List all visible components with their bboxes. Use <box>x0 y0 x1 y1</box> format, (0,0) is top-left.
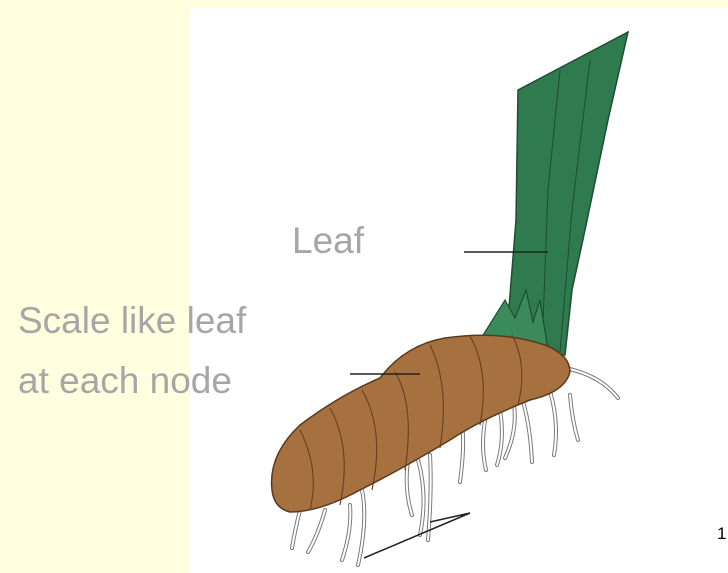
scale-leaf-label-line-1: Scale like leaf <box>18 300 246 342</box>
root-pointer-lines <box>364 513 470 558</box>
corm-body <box>272 335 570 512</box>
leaf-label: Leaf <box>292 220 364 262</box>
page-number: 1 <box>717 524 726 544</box>
scale-leaf-label-line-2: at each node <box>18 360 232 402</box>
